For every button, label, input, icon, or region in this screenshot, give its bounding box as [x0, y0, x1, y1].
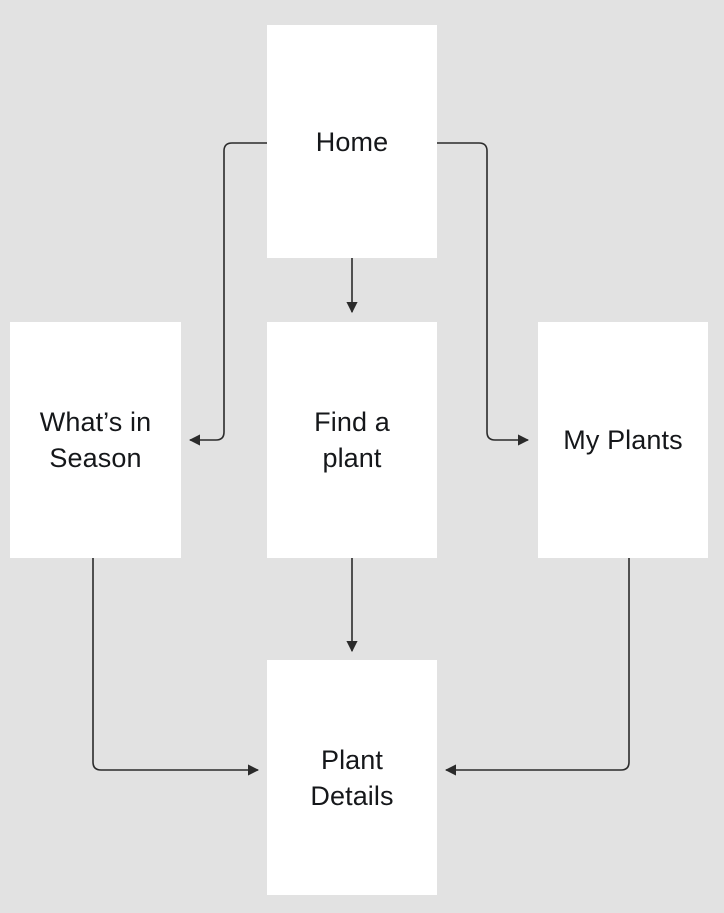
edge-home-to-whats-in-season: [188, 142, 267, 446]
node-plant-details-label: Plant Details: [310, 744, 394, 811]
edge-home-to-my-plants: [437, 142, 530, 446]
node-my-plants-label: My Plants: [563, 425, 683, 455]
node-my-plants[interactable]: My Plants: [538, 322, 708, 558]
node-home[interactable]: Home: [267, 25, 437, 258]
node-home-label: Home: [315, 126, 389, 157]
edge-my-plants-to-plant-details: [444, 558, 630, 776]
node-plant-details[interactable]: Plant Details: [267, 660, 437, 895]
node-find-a-plant-label: Find a plant: [314, 407, 390, 473]
node-whats-in-season[interactable]: What’s in Season: [10, 322, 181, 558]
node-whats-in-season-label: What’s in Season: [39, 407, 152, 473]
edge-whats-in-season-to-plant-details: [92, 558, 260, 776]
node-find-a-plant[interactable]: Find a plant: [267, 322, 437, 558]
